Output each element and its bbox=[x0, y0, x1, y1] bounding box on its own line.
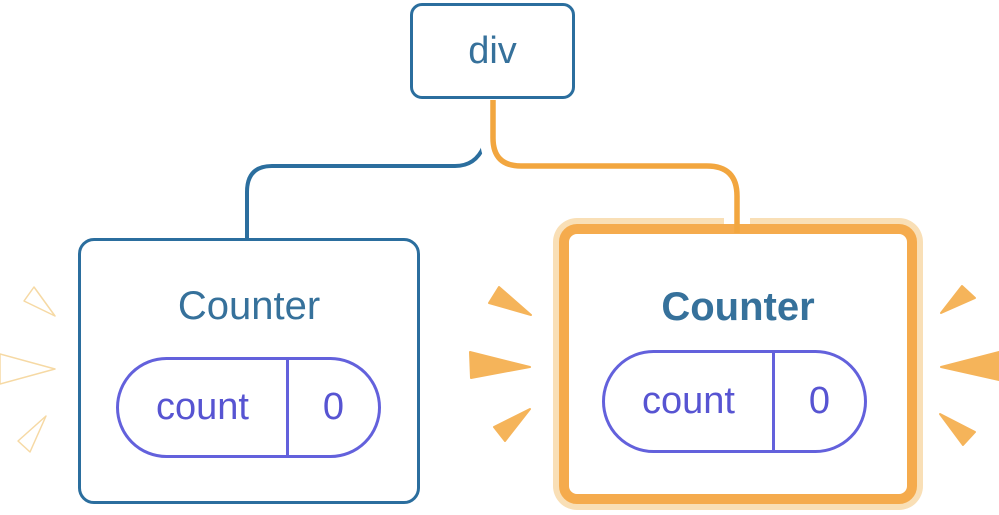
connector-left-blue bbox=[245, 101, 492, 241]
state-key-label: count bbox=[119, 360, 289, 455]
state-key-label: count bbox=[605, 353, 775, 450]
sparkle-ray-icon bbox=[940, 351, 999, 381]
sparkle-ray-icon bbox=[939, 413, 976, 446]
sparkle-ray-icon bbox=[488, 286, 532, 316]
counter-component-box: Counter count 0 bbox=[78, 238, 420, 504]
sparkle-ray-icon bbox=[493, 408, 531, 442]
sparkle-burst-left-icon bbox=[0, 286, 56, 453]
state-value: 0 bbox=[808, 380, 831, 422]
sparkle-ray-icon bbox=[940, 285, 976, 314]
sparkle-ray-icon bbox=[469, 351, 531, 379]
connector-right-casing bbox=[480, 100, 750, 224]
sparkle-ray-icon bbox=[23, 286, 56, 317]
counter-component-box-highlighted: Counter count 0 bbox=[559, 224, 917, 504]
component-title: Counter bbox=[177, 284, 321, 328]
sparkle-ray-icon bbox=[0, 353, 56, 385]
state-pill: count 0 bbox=[116, 357, 381, 458]
sparkle-burst-right-icon bbox=[939, 285, 999, 446]
component-title: Counter bbox=[661, 285, 815, 329]
state-pill: count 0 bbox=[602, 350, 867, 453]
sparkle-ray-icon bbox=[17, 415, 47, 453]
sparkle-burst-middle-icon bbox=[469, 286, 532, 442]
connector-right-orange bbox=[490, 100, 740, 233]
root-element-label: div bbox=[468, 29, 517, 72]
state-value: 0 bbox=[322, 386, 345, 428]
root-element-box: div bbox=[410, 3, 575, 99]
